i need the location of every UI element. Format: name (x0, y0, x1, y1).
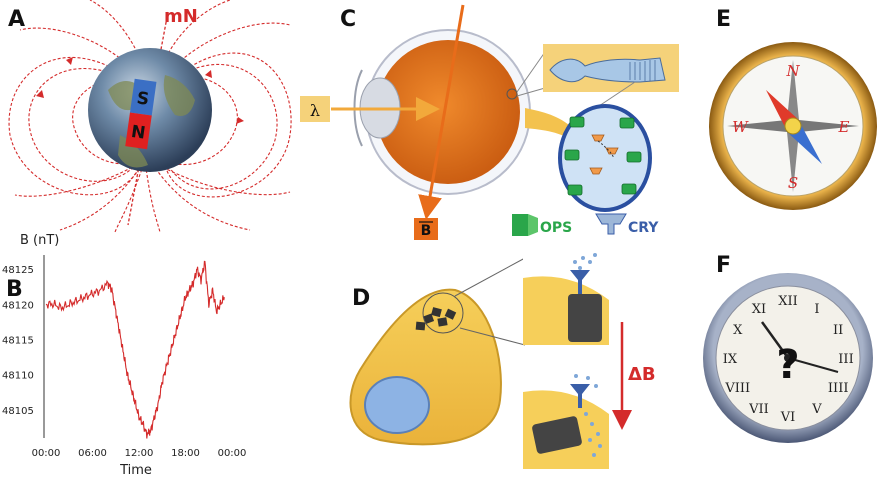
eye-retina (376, 40, 520, 184)
optic-nerve (525, 108, 575, 142)
x-axis-label: Time (119, 463, 152, 478)
panel-label-e: E (716, 7, 731, 32)
channel-open (570, 384, 590, 408)
magnet-north-label: N (130, 122, 147, 144)
photoreceptor-cell (549, 57, 666, 83)
clock-numeral: XI (752, 302, 766, 317)
clock-numeral: IX (723, 352, 738, 367)
ops-molecules (564, 116, 642, 196)
x-tick-label: 00:00 (32, 448, 61, 459)
bar-magnet: S N (125, 78, 157, 150)
x-tick-label: 00:00 (218, 448, 247, 459)
field-arrows (36, 57, 244, 124)
y-axis-label: B (nT) (20, 233, 59, 248)
field-vector-symbol: B (421, 223, 432, 239)
hour-hand (760, 321, 790, 359)
panel-c: C λ B (300, 4, 679, 240)
interaction-line (597, 140, 615, 159)
panel-a: A mN (8, 0, 292, 233)
outer-segment-discs (629, 60, 656, 81)
x-tick-label: 12:00 (125, 448, 154, 459)
series-line-field (45, 260, 225, 439)
x-tick-label: 18:00 (171, 448, 200, 459)
panel-label-b: B (6, 277, 23, 302)
compass-south: S (788, 174, 798, 192)
magnetite-bottom (532, 416, 582, 454)
legend-ops-label: OPS (540, 220, 572, 236)
magnetic-north-label: mN (164, 6, 198, 27)
delta-b-label: ΔB (628, 364, 656, 385)
channel-closed (570, 270, 590, 294)
wavelength-symbol: λ (310, 101, 320, 120)
legend-cry: CRY (595, 213, 659, 236)
y-tick-label: 48125 (2, 265, 34, 276)
field-vector-box (414, 218, 438, 240)
zoom-circle (506, 88, 518, 100)
magnetic-field-arrow (418, 4, 465, 220)
panel-label-f: F (716, 253, 731, 278)
rotation-axis (127, 11, 169, 226)
minute-hand (787, 357, 839, 373)
clock-pivot (784, 354, 792, 362)
ions-top (573, 253, 597, 270)
clock-numeral: I (814, 302, 819, 317)
clock-numeral: X (733, 323, 743, 338)
panel-label-c: C (340, 7, 356, 32)
compass-rose (727, 60, 859, 192)
compass-pivot (784, 117, 802, 135)
panel-e: E N E S W (709, 7, 877, 210)
panel-label-d: D (352, 286, 370, 311)
legend-ops: OPS (512, 214, 572, 236)
cry-molecules (589, 134, 619, 175)
zoom-line-1 (516, 51, 546, 93)
clock-numeral: IIII (828, 381, 849, 396)
y-tick-label: 48120 (2, 300, 34, 311)
clock-numeral: XII (778, 294, 798, 309)
legend-cry-label: CRY (628, 220, 659, 236)
zoom-line-d1 (454, 257, 526, 297)
y-tick-label: 48115 (2, 335, 34, 346)
magnet-south-label: S (135, 88, 150, 110)
compass-north: N (785, 62, 800, 80)
magnetite-particles (415, 307, 457, 331)
x-ticks: 00:00 06:00 12:00 18:00 00:00 (32, 448, 247, 459)
clock-numeral: VII (748, 402, 769, 417)
clock-numeral: V (811, 402, 822, 417)
zoom-line-2 (516, 87, 546, 97)
x-tick-label: 06:00 (78, 448, 107, 459)
zoom-line-d2 (459, 327, 526, 346)
panel-b: B (nT) B 48105 48110 48115 48120 48125 00:00… (2, 233, 246, 478)
magnetite-top (568, 294, 602, 342)
y-tick-label: 48110 (2, 371, 34, 382)
clock-numeral: III (838, 352, 853, 367)
zoom-circle-d (422, 292, 464, 334)
cell-nucleus (364, 376, 430, 434)
compass-east: E (838, 118, 850, 136)
clock-numeral: VIII (724, 381, 750, 396)
wavelength-box (300, 96, 330, 122)
ions-bottom (574, 374, 602, 457)
compass-west: W (732, 118, 749, 136)
clock-numeral: II (833, 323, 843, 338)
clock-numeral: VI (780, 410, 796, 425)
y-tick-label: 48105 (2, 406, 34, 417)
y-ticks: 48105 48110 48115 48120 48125 (2, 265, 34, 417)
panel-label-a: A (8, 7, 25, 32)
question-mark: ? (776, 342, 799, 388)
panel-d: D ΔB (349, 253, 656, 469)
